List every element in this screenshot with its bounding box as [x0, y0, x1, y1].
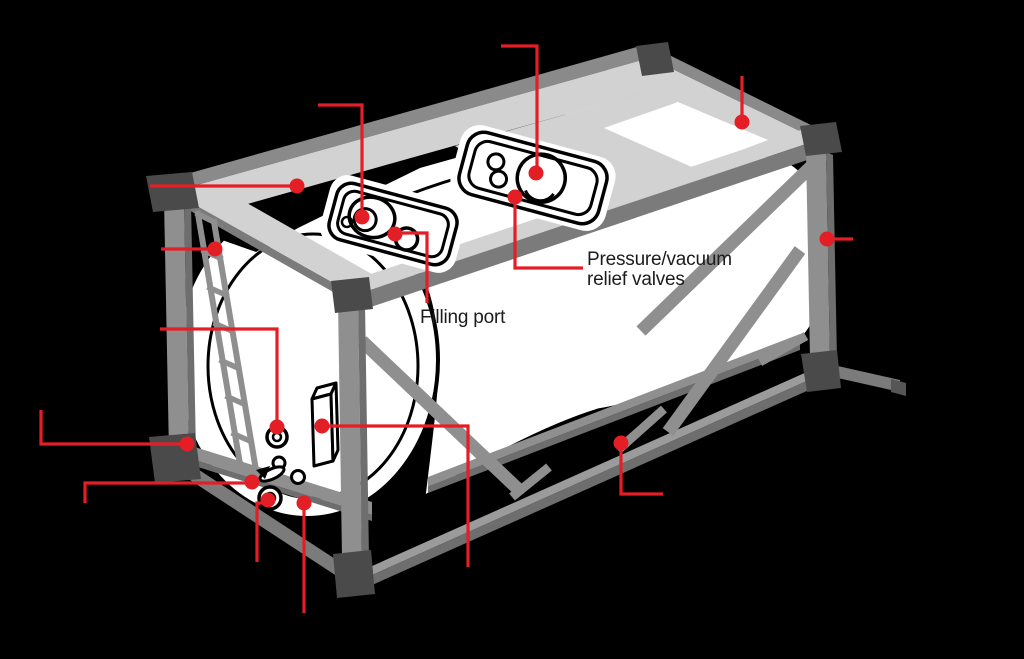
corner-post-front-edge	[358, 302, 369, 558]
callout-dot-corner-post-left-bottom	[179, 436, 195, 452]
callout-line-document-holder	[322, 424, 470, 567]
casting-bottom-right	[801, 350, 841, 392]
corner-post-front	[338, 302, 362, 558]
corner-posts	[146, 42, 842, 598]
walkway-back-deck	[172, 58, 688, 214]
callout-line-bottom-side-rail	[619, 443, 663, 496]
label-filling-port: Filling port	[420, 307, 506, 328]
label-pressure-vacuum-line2: relief valves	[587, 269, 685, 290]
manhole-right-fitting-b	[489, 169, 509, 189]
brace-right-lower	[662, 246, 806, 436]
manhole-left	[320, 175, 466, 273]
corner-post-right	[806, 150, 830, 360]
callout-line-pressure-vacuum-valves	[513, 197, 583, 270]
label-pressure-vacuum-line1: Pressure/vacuum	[587, 249, 732, 270]
callout-line-manhole-right	[501, 44, 539, 173]
callout-layer	[39, 44, 853, 613]
callout-document-holder	[314, 418, 470, 567]
callout-top-side-rail-left	[150, 178, 305, 194]
manhole-left-cover	[347, 195, 397, 240]
walkway-opening	[604, 102, 768, 168]
callout-dot-bottom-side-rail	[613, 435, 629, 451]
callout-dot-discharge-valve	[260, 492, 276, 508]
callout-line-front-valve	[160, 327, 279, 427]
braces	[357, 149, 829, 495]
valve-handwheel	[258, 465, 286, 483]
walkway-right-rim	[650, 48, 823, 140]
callout-line-corner-post-left-bottom	[39, 410, 187, 446]
callout-front-valve	[160, 327, 285, 435]
corner-castings	[146, 42, 842, 598]
manhole-right-fitting-a	[486, 152, 506, 172]
callout-dot-tank-shell-bottom	[296, 495, 312, 511]
callout-corner-post-left-bottom	[39, 410, 195, 452]
casting-top-front	[331, 277, 373, 313]
manhole-right-outer-ring	[457, 130, 609, 226]
casting-top-back	[636, 42, 674, 76]
ladder	[194, 210, 261, 480]
callout-tank-shell-bottom	[296, 495, 312, 613]
brace-front-left	[357, 336, 524, 495]
callout-dot-top-side-rail-left	[289, 178, 305, 194]
label-pressure-vacuum-relief-valves: Pressure/vacuum relief valves	[587, 250, 732, 290]
bottom-end-front-rail	[190, 464, 352, 586]
small-fitting-b	[290, 469, 306, 485]
callout-corner-post-right	[819, 231, 853, 247]
callout-manhole-left	[318, 103, 370, 225]
callout-dot-bottom-end-rail	[244, 474, 260, 490]
bottom-right-end-rail	[820, 362, 900, 392]
corner-post-right-edge	[826, 152, 837, 360]
manhole-right-cover-detail	[524, 189, 555, 203]
callout-pressure-vacuum-valves	[507, 189, 583, 270]
corner-post-left-edge	[184, 200, 196, 452]
callout-filling-port	[387, 226, 429, 303]
callout-dot-top-end-rail-right	[734, 114, 750, 130]
casting-bottom-front	[333, 550, 375, 598]
walkway-back-rim	[162, 45, 650, 192]
callout-dot-pressure-vacuum-valves	[507, 189, 523, 205]
bottom-right-foot	[891, 379, 906, 396]
casting-top-right	[800, 122, 842, 156]
callout-discharge-valve	[255, 492, 276, 562]
casting-top-left	[146, 172, 199, 212]
manhole-left-small-fitting	[340, 215, 354, 229]
ladder-rail-right	[210, 218, 261, 480]
callout-top-end-rail-right	[734, 76, 750, 130]
callout-line-bottom-end-rail	[83, 481, 252, 503]
callout-bottom-end-rail	[83, 474, 260, 503]
callout-dot-document-holder	[314, 418, 330, 434]
callout-dot-ladder	[207, 241, 223, 257]
callout-dot-manhole-right	[528, 165, 544, 181]
ladder-rail-left	[194, 210, 245, 474]
brace-right-upper	[636, 149, 829, 336]
walkway-left-deck	[172, 182, 391, 295]
manhole-left-outer-ring	[327, 181, 459, 267]
corner-post-left	[164, 200, 189, 452]
valve-handle	[256, 466, 270, 479]
callout-dot-manhole-left	[354, 209, 370, 225]
callout-line-filling-port	[395, 231, 429, 303]
manhole-left-inner-ring	[336, 189, 450, 259]
callout-bottom-side-rail	[613, 435, 663, 496]
callout-line-manhole-left	[318, 103, 364, 217]
callout-dot-front-valve	[269, 419, 285, 435]
callout-ladder	[161, 241, 223, 257]
callout-manhole-right	[501, 44, 544, 181]
callout-dot-corner-post-right	[819, 231, 835, 247]
callout-dot-filling-port	[387, 226, 403, 242]
